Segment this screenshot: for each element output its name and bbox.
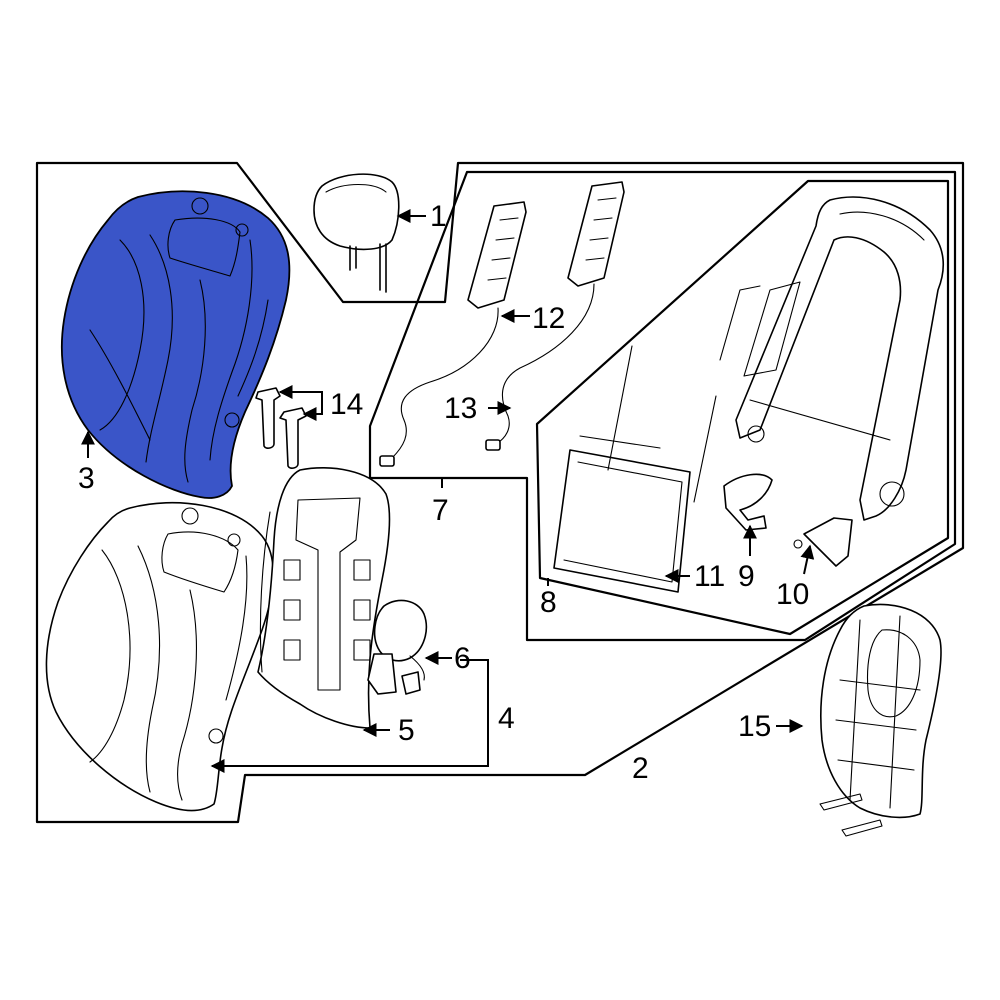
callout-4: 4 [498, 702, 515, 735]
callout-14: 14 [330, 388, 363, 421]
back-board[interactable] [819, 603, 942, 837]
callout-6: 6 [454, 642, 471, 675]
lumbar-motor[interactable] [367, 599, 428, 695]
callout-9: 9 [738, 560, 755, 593]
headrest-guides[interactable] [255, 387, 307, 469]
callout-12: 12 [532, 302, 565, 335]
callout-10: 10 [776, 578, 809, 611]
seatback-cover-highlighted[interactable] [60, 190, 291, 499]
callout-3: 3 [78, 462, 95, 495]
side-airbag-modules[interactable] [467, 181, 625, 309]
seatback-cover-shape [60, 190, 291, 499]
leader-lines [81, 209, 815, 766]
callout-7: 7 [432, 494, 449, 527]
callout-1: 1 [430, 200, 447, 233]
callout-2: 2 [632, 752, 649, 785]
callout-13: 13 [444, 392, 477, 425]
group-frame-8 [535, 179, 950, 636]
callout-8: 8 [540, 586, 557, 619]
callout-15: 15 [738, 710, 771, 743]
lumbar-support-assembly[interactable] [553, 345, 717, 593]
recliner-cover-lower[interactable] [793, 517, 853, 567]
callout-11: 11 [694, 560, 725, 593]
headrest[interactable] [313, 173, 400, 293]
recliner-cover[interactable] [723, 473, 773, 531]
callout-5: 5 [398, 714, 415, 747]
group-frame-2 [35, 161, 965, 824]
airbag-wiring-harness[interactable] [379, 283, 595, 467]
trim-cover-assembly[interactable] [45, 501, 275, 812]
seatback-frame[interactable] [719, 196, 945, 521]
back-pad[interactable] [257, 467, 391, 729]
group-frame-7 [368, 170, 957, 642]
